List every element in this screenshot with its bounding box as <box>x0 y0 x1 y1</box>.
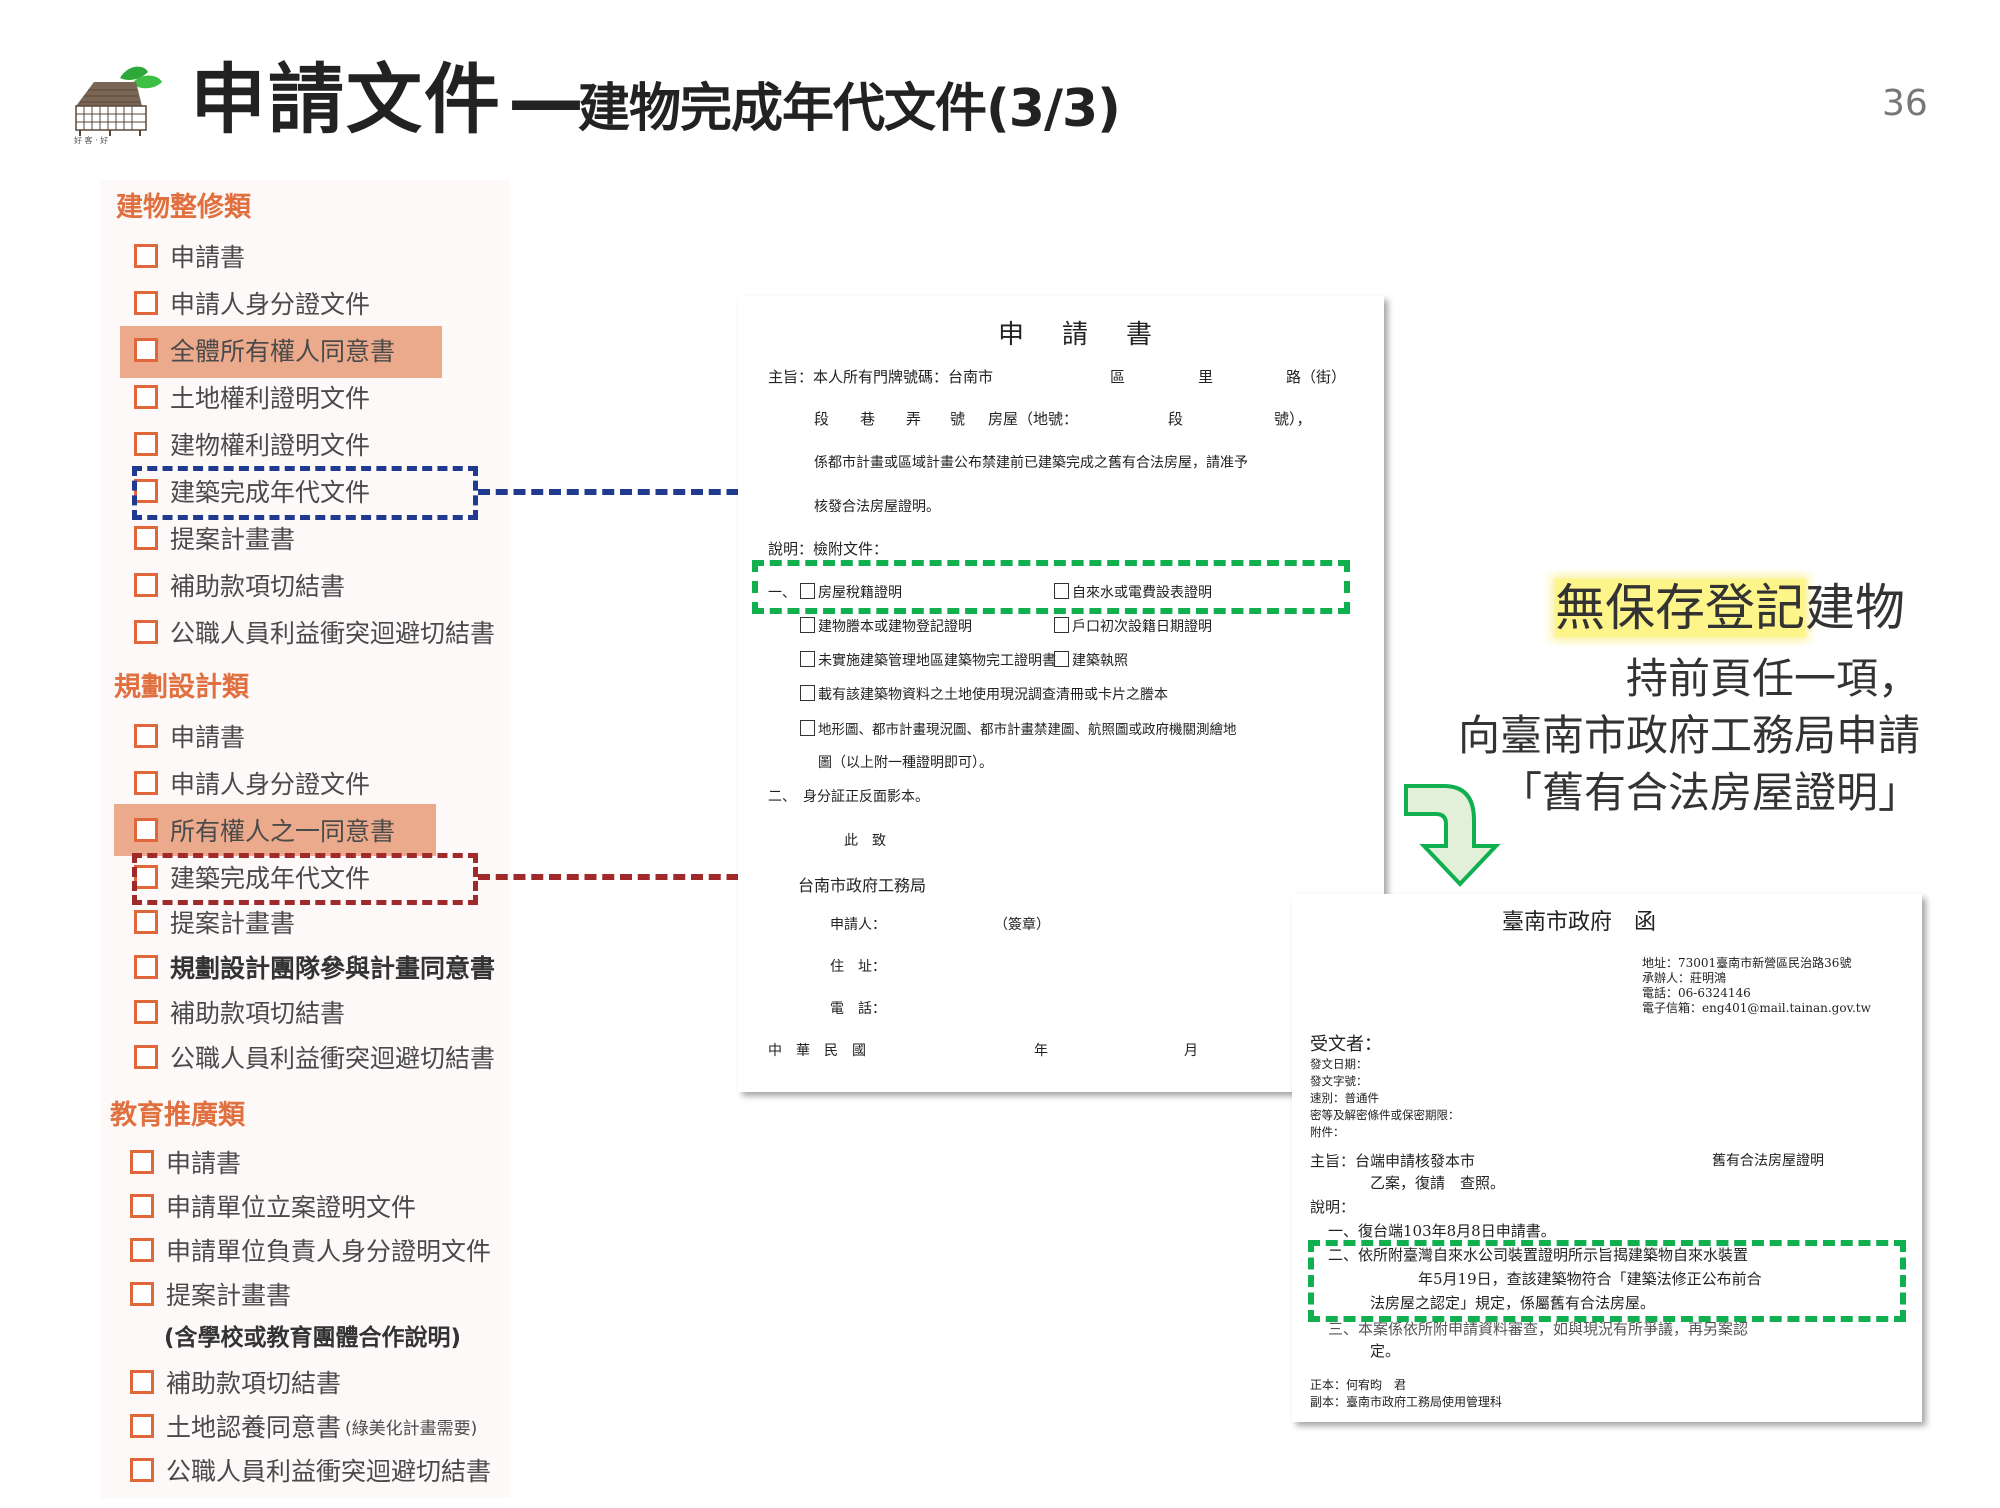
blue-dashed-arrow <box>478 489 774 495</box>
checklist-item[interactable]: 提案計畫書 <box>134 518 295 558</box>
svg-text:好 客 · 好: 好 客 · 好 <box>74 135 108 144</box>
checklist-item-completion-year[interactable]: 建築完成年代文件 <box>134 857 370 897</box>
checklist-item-highlighted[interactable]: 所有權人之一同意書 <box>134 810 395 850</box>
page-title: 申請文件 <box>190 55 502 144</box>
checkbox-icon[interactable] <box>134 573 158 597</box>
form-title: 申 請 書 <box>998 320 1159 350</box>
checkbox-icon[interactable] <box>134 385 158 409</box>
logo-icon: 好 客 · 好 <box>70 62 166 145</box>
red-dashed-highlight-box <box>132 853 478 905</box>
checklist-item-completion-year[interactable]: 建築完成年代文件 <box>134 471 370 511</box>
checklist-item[interactable]: 申請單位立案證明文件 <box>130 1186 416 1226</box>
checklist-item[interactable]: 公職人員利益衝突迴避切結書 <box>134 1037 495 1077</box>
checkbox-icon[interactable] <box>134 291 158 315</box>
checklist-item[interactable]: 建物權利證明文件 <box>134 424 370 464</box>
blue-dashed-highlight-box <box>132 466 478 520</box>
highlight-all-owners-consent <box>120 326 442 378</box>
page-number: 36 <box>1882 83 1928 124</box>
checklist-item[interactable]: 提案計畫書 <box>134 902 295 942</box>
checklist-item[interactable]: 土地認養同意書(綠美化計畫需要) <box>130 1406 477 1446</box>
checkbox-icon[interactable] <box>134 771 158 795</box>
letter-title: 臺南市政府 函 <box>1502 910 1657 935</box>
checkbox-icon[interactable] <box>130 1458 154 1482</box>
checkbox-icon[interactable] <box>130 1414 154 1438</box>
official-letter-image: 臺南市政府 函 地址：73001臺南市新營區民治路36號 承辦人：莊明鴻 電話：… <box>1292 894 1922 1422</box>
highlight-one-owner-consent <box>114 804 436 856</box>
checklist-item-note: (含學校或教育團體合作說明) <box>164 1325 462 1351</box>
highlighted-term: 無保存登記 <box>1555 579 1805 637</box>
checklist-item[interactable]: 公職人員利益衝突迴避切結書 <box>130 1450 491 1490</box>
category-planning-design: 規劃設計類 <box>114 672 249 703</box>
page-subtitle: 建物完成年代文件(3/3) <box>578 79 1121 139</box>
checklist-item[interactable]: 補助款項切結書 <box>134 992 345 1032</box>
checkbox-icon[interactable] <box>134 865 158 889</box>
checkbox-icon[interactable] <box>134 1045 158 1069</box>
checklist-item[interactable]: 規劃設計團隊參與計畫同意書 <box>134 947 495 987</box>
checkbox-icon[interactable] <box>130 1194 154 1218</box>
checklist-item[interactable]: 申請書 <box>134 716 245 756</box>
checklist-item[interactable]: 公職人員利益衝突迴避切結書 <box>134 612 495 652</box>
curved-arrow-down-icon <box>1400 780 1510 890</box>
category-education-promotion: 教育推廣類 <box>110 1100 245 1131</box>
application-form-image: 申 請 書 主旨：本人所有門牌號碼：台南市 區 里 路（街） 段 巷 弄 號 房… <box>738 296 1384 1092</box>
category-building-renovation: 建物整修類 <box>116 192 251 223</box>
checklist-item[interactable]: 申請人身分證文件 <box>134 763 370 803</box>
green-dashed-highlight-box <box>1308 1240 1906 1322</box>
checkbox-icon[interactable] <box>134 338 158 362</box>
checkbox-icon[interactable] <box>134 818 158 842</box>
checklist-item[interactable]: 提案計畫書 <box>130 1274 291 1314</box>
red-dashed-arrow <box>478 874 774 880</box>
checklist-item[interactable]: 申請人身分證文件 <box>134 283 370 323</box>
checkbox-icon[interactable] <box>130 1282 154 1306</box>
checklist-item[interactable]: 申請單位負責人身分證明文件 <box>130 1230 491 1270</box>
checkbox-icon[interactable] <box>134 910 158 934</box>
checklist-item[interactable]: 土地權利證明文件 <box>134 377 370 417</box>
checkbox-icon[interactable] <box>130 1370 154 1394</box>
callout-title: 無保存登記建物 <box>1555 579 1905 637</box>
checklist-item[interactable]: 申請書 <box>130 1142 241 1182</box>
checklist-item[interactable]: 申請書 <box>134 236 245 276</box>
checkbox-icon[interactable] <box>134 244 158 268</box>
green-dashed-highlight-box <box>752 560 1350 614</box>
checklist-item-highlighted[interactable]: 全體所有權人同意書 <box>134 330 395 370</box>
checklist-house-tax: 房屋稅籍證明 <box>800 582 902 602</box>
checkbox-icon[interactable] <box>134 724 158 748</box>
checkbox-icon[interactable] <box>130 1238 154 1262</box>
checklist-item[interactable]: 補助款項切結書 <box>130 1362 341 1402</box>
checkbox-icon[interactable] <box>134 620 158 644</box>
checkbox-icon[interactable] <box>134 1000 158 1024</box>
checkbox-icon[interactable] <box>134 526 158 550</box>
checkbox-icon[interactable] <box>134 955 158 979</box>
callout-instructions: 持前頁任一項， 向臺南市政府工務局申請 「舊有合法房屋證明」 <box>1457 654 1920 817</box>
checklist-item[interactable]: 補助款項切結書 <box>134 565 345 605</box>
title-separator: — <box>508 55 584 144</box>
checkbox-icon[interactable] <box>134 432 158 456</box>
document-checklist-panel: 建物整修類 申請書 申請人身分證文件 全體所有權人同意書 土地權利證明文件 建物… <box>100 180 510 1498</box>
checklist-water-electric: 自來水或電費設表證明 <box>1054 582 1212 602</box>
checkbox-icon[interactable] <box>130 1150 154 1174</box>
